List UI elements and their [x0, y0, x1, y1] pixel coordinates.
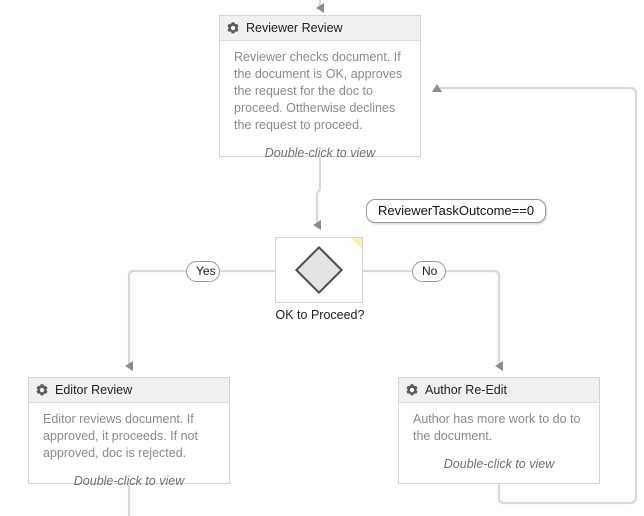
node-title: Author Re-Edit [425, 383, 507, 397]
node-body-author-re-edit: Author has more work to do to the docume… [399, 403, 599, 477]
node-hint: Double-click to view [443, 457, 555, 471]
connector-no-to-author [446, 269, 503, 371]
node-decision-ok-to-proceed[interactable]: OK to Proceed? [275, 237, 364, 322]
node-description: Reviewer checks document. If the documen… [234, 50, 403, 132]
node-hint: Double-click to view [73, 474, 185, 488]
node-editor-review[interactable]: Editor Review Editor reviews document. I… [28, 377, 230, 488]
decision-label: OK to Proceed? [275, 308, 365, 322]
node-title: Reviewer Review [246, 21, 343, 35]
node-title: Editor Review [55, 383, 133, 397]
node-description: Author has more work to do to the docume… [413, 412, 581, 443]
node-header-editor-review: Editor Review [29, 378, 229, 403]
node-hint: Double-click to view [264, 146, 376, 160]
node-reviewer-review[interactable]: Reviewer Review Reviewer checks document… [219, 15, 421, 160]
gear-icon [406, 384, 418, 396]
branch-label-no[interactable]: No [412, 261, 446, 282]
warning-corner-marker-icon [351, 238, 362, 249]
node-author-re-edit[interactable]: Author Re-Edit Author has more work to d… [398, 377, 600, 484]
connector-yes-to-editor [125, 269, 186, 371]
gear-icon [36, 384, 48, 396]
node-description: Editor reviews document. If approved, it… [43, 412, 198, 460]
node-body-reviewer-review: Reviewer checks document. If the documen… [220, 41, 420, 166]
gear-icon [227, 22, 239, 34]
node-header-reviewer-review: Reviewer Review [220, 16, 420, 41]
node-header-author-re-edit: Author Re-Edit [399, 378, 599, 403]
connector-reviewer-to-decision [313, 156, 322, 230]
condition-badge[interactable]: ReviewerTaskOutcome==0 [366, 199, 547, 223]
node-body-editor-review: Editor reviews document. If approved, it… [29, 403, 229, 494]
diamond-shape-icon [294, 245, 344, 295]
branch-label-yes[interactable]: Yes [186, 261, 220, 282]
